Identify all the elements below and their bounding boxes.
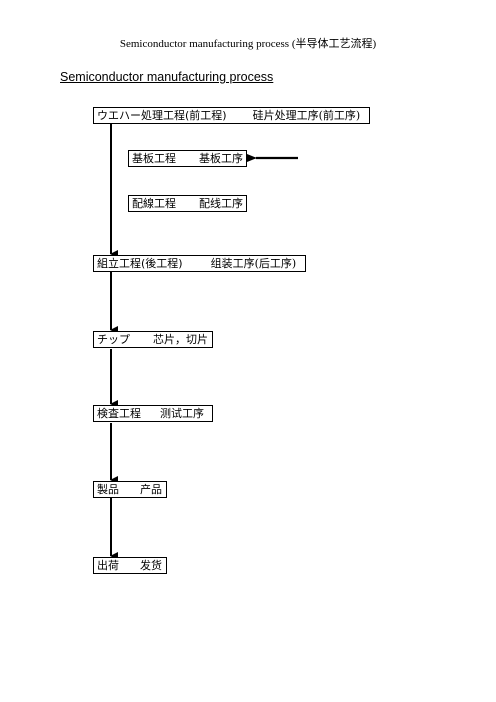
step-shipping: 出荷 发货 <box>93 557 167 574</box>
step-label-jp: チップ <box>97 333 130 346</box>
step-label-jp: 検査工程 <box>97 407 141 420</box>
step-label-cn: 硅片处理工序(前工序) <box>252 109 361 122</box>
step-chip: チップ 芯片，切片 <box>93 331 213 348</box>
step-label-cn: 配线工序 <box>199 197 243 210</box>
step-label-cn: 基板工序 <box>199 152 243 165</box>
step-label-cn: 组装工序(后工序) <box>210 257 297 270</box>
step-label-cn: 测试工序 <box>160 407 204 420</box>
step-wafer-processing: ウエハー処理工程(前工程) 硅片处理工序(前工序) <box>93 107 370 124</box>
step-inspection: 検査工程 测试工序 <box>93 405 213 422</box>
step-substrate: 基板工程 基板工序 <box>128 150 247 167</box>
step-product: 製品 产品 <box>93 481 167 498</box>
step-label-jp: 出荷 <box>97 559 119 572</box>
step-wiring: 配線工程 配线工序 <box>128 195 247 212</box>
step-label-cn: 产品 <box>140 483 162 496</box>
step-label-cn: 发货 <box>140 559 162 572</box>
step-label-jp: 組立工程(後工程) <box>97 257 183 270</box>
step-label-jp: ウエハー処理工程(前工程) <box>97 109 227 122</box>
document-heading: Semiconductor manufacturing process <box>60 70 274 84</box>
step-label-cn: 芯片，切片 <box>153 333 208 346</box>
step-label-jp: 基板工程 <box>132 152 176 165</box>
step-label-jp: 製品 <box>97 483 119 496</box>
step-assembly: 組立工程(後工程) 组装工序(后工序) <box>93 255 306 272</box>
step-label-jp: 配線工程 <box>132 197 176 210</box>
page-header: Semiconductor manufacturing process (半导体… <box>119 38 377 50</box>
